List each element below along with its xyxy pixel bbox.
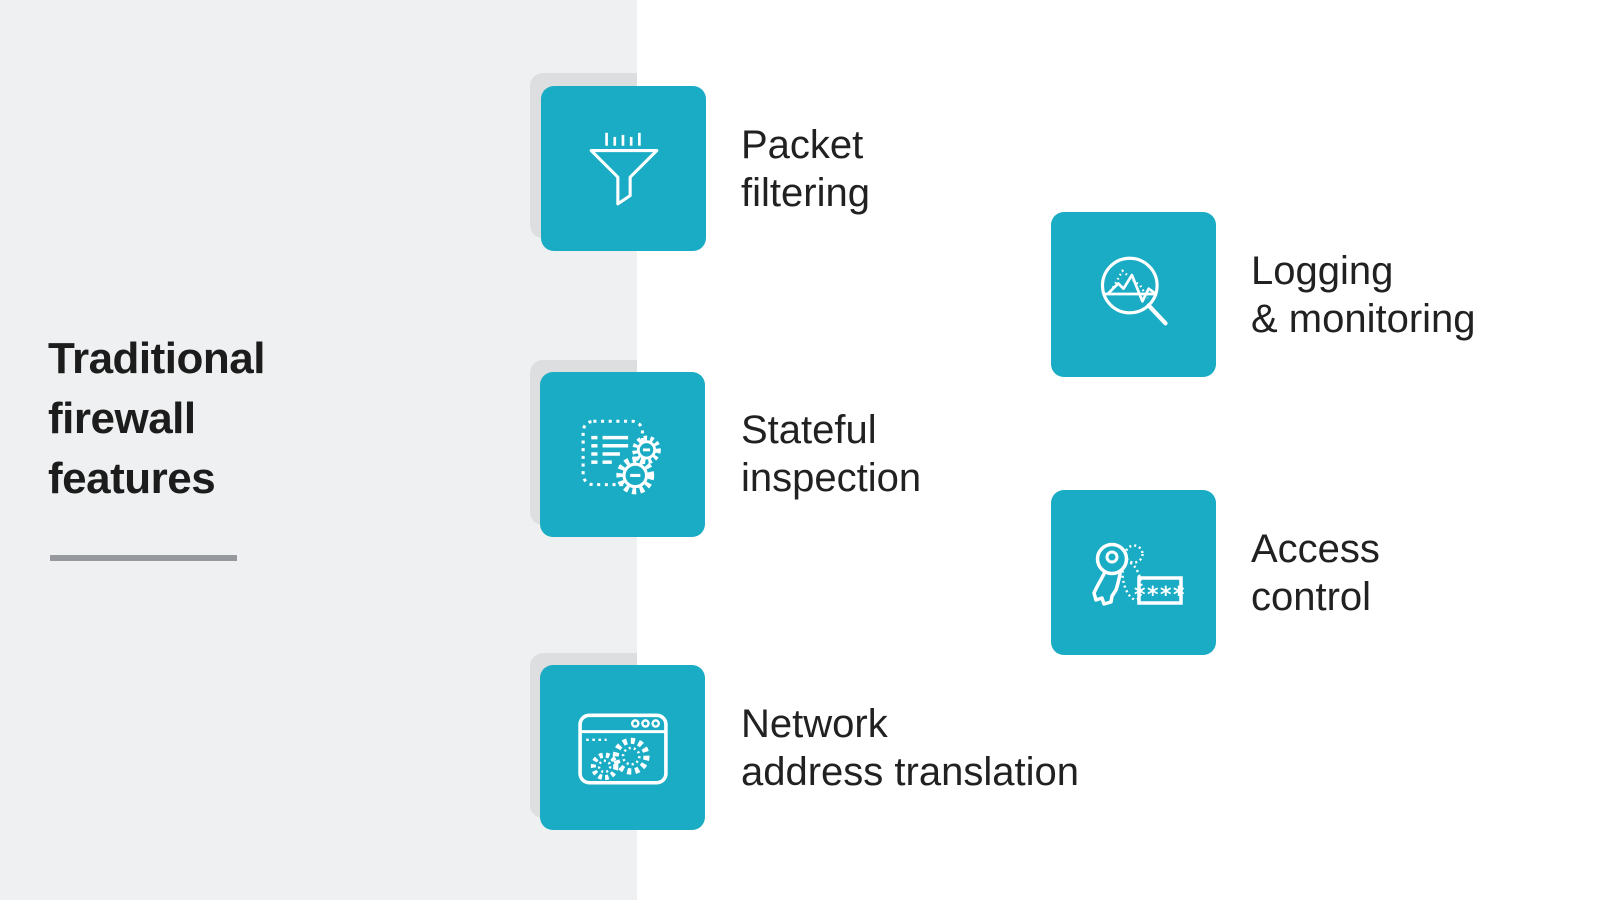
- browser-gears-icon: [577, 713, 668, 785]
- packet-filtering-tile: [541, 86, 706, 251]
- funnel-icon: [589, 132, 658, 205]
- feature-label-line: & monitoring: [1251, 297, 1476, 341]
- feature-label-line: address translation: [741, 750, 1079, 794]
- feature-label-line: Access: [1251, 527, 1380, 571]
- title-line: features: [48, 454, 216, 503]
- feature-label-access-control: Access control: [1251, 525, 1380, 621]
- feature-label-stateful-inspection: Stateful inspection: [741, 406, 921, 502]
- title-underline: [50, 555, 237, 561]
- feature-label-network-address-translation: Network address translation: [741, 700, 1079, 796]
- page-title: Traditional firewall features: [48, 329, 265, 509]
- feature-label-line: Packet: [741, 123, 864, 167]
- stateful-inspection-tile: [540, 372, 705, 537]
- feature-label-line: Network: [741, 702, 888, 746]
- feature-label-line: Stateful: [741, 408, 877, 452]
- feature-label-packet-filtering: Packet filtering: [741, 121, 870, 217]
- feature-label-line: Logging: [1251, 249, 1394, 293]
- network-address-translation-tile: [540, 665, 705, 830]
- title-line: firewall: [48, 394, 196, 443]
- feature-label-line: control: [1251, 575, 1372, 619]
- document-gears-icon: [581, 419, 661, 494]
- title-line: Traditional: [48, 334, 265, 383]
- magnifier-chart-icon: [1100, 256, 1168, 325]
- logging-monitoring-tile: [1051, 212, 1216, 377]
- password-mask-text: ****: [1133, 583, 1183, 608]
- feature-label-logging-monitoring: Logging & monitoring: [1251, 247, 1476, 343]
- key-password-icon: ****: [1091, 542, 1184, 608]
- access-control-tile: ****: [1051, 490, 1216, 655]
- feature-label-line: filtering: [741, 171, 870, 215]
- feature-label-line: inspection: [741, 456, 922, 500]
